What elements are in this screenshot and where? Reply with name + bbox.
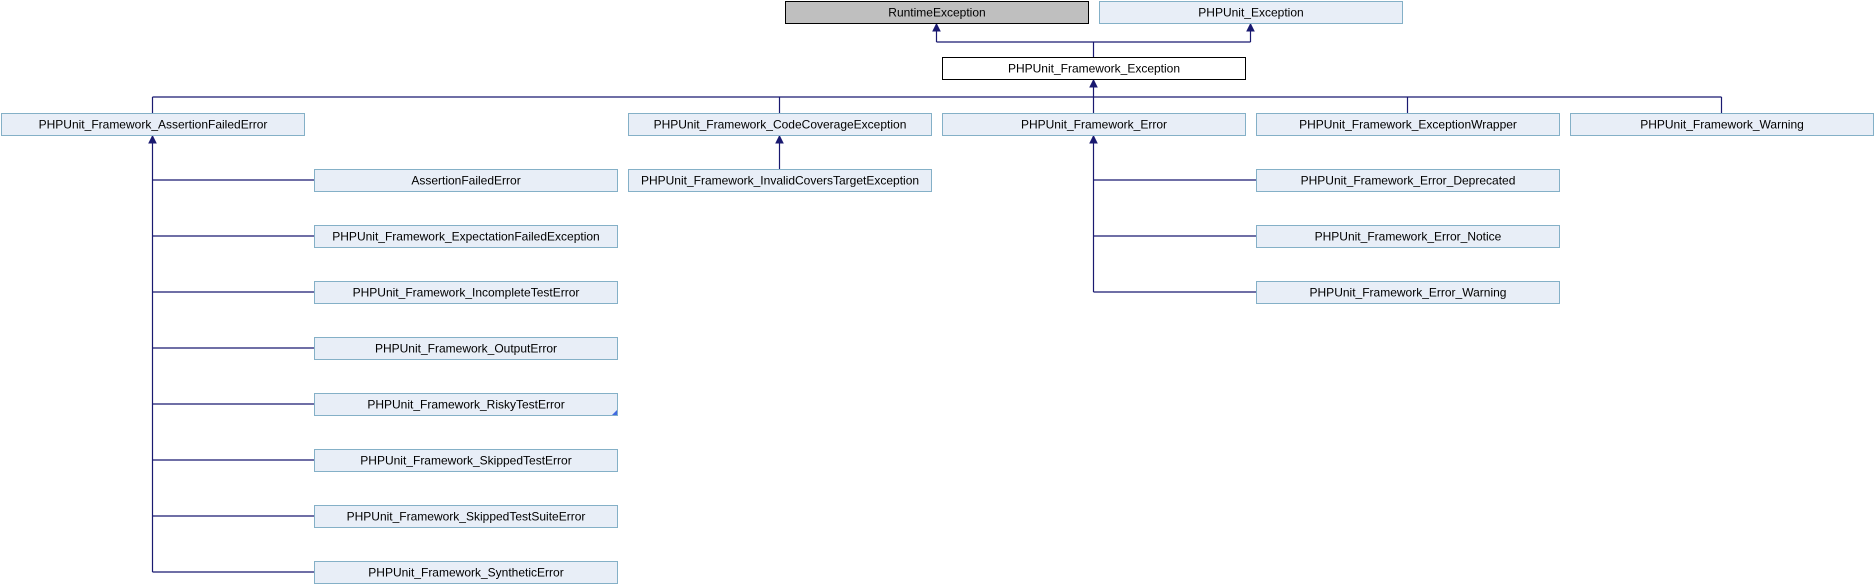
arrowhead-code-coverage (775, 134, 784, 144)
class-box (628, 169, 932, 192)
class-label: PHPUnit_Framework_IncompleteTestError (353, 286, 580, 300)
class-box (314, 505, 618, 528)
arrowhead-framework-exception (1089, 78, 1098, 88)
class-node-deprecated[interactable]: PHPUnit_Framework_Error_Deprecated (1256, 169, 1560, 192)
class-node-wrapper[interactable]: PHPUnit_Framework_ExceptionWrapper (1256, 113, 1560, 136)
class-node-assert-failed[interactable]: PHPUnit_Framework_AssertionFailedError (1, 113, 305, 136)
class-box (1256, 281, 1560, 304)
truncated-marker-icon (612, 410, 617, 415)
class-box (314, 337, 618, 360)
class-label: PHPUnit_Exception (1198, 6, 1303, 20)
class-box (1256, 113, 1560, 136)
class-box (942, 113, 1246, 136)
edges-layer (148, 22, 1723, 573)
class-box (314, 393, 618, 416)
class-label: PHPUnit_Framework_ExceptionWrapper (1299, 118, 1517, 132)
class-box (314, 169, 618, 192)
class-box (314, 281, 618, 304)
class-node-incomplete[interactable]: PHPUnit_Framework_IncompleteTestError (314, 281, 618, 304)
class-label: PHPUnit_Framework_AssertionFailedError (39, 118, 268, 132)
class-node-err-warning[interactable]: PHPUnit_Framework_Error_Warning (1256, 281, 1560, 304)
class-box (628, 113, 932, 136)
class-node-runtime[interactable]: RuntimeException (785, 1, 1089, 24)
class-label: PHPUnit_Framework_ExpectationFailedExcep… (332, 230, 599, 244)
class-label: PHPUnit_Framework_Exception (1008, 62, 1180, 76)
class-box (1, 113, 305, 136)
class-box (314, 449, 618, 472)
class-node-invalid-covers[interactable]: PHPUnit_Framework_InvalidCoversTargetExc… (628, 169, 932, 192)
class-box (1256, 169, 1560, 192)
class-label: RuntimeException (888, 6, 985, 20)
class-node-output[interactable]: PHPUnit_Framework_OutputError (314, 337, 618, 360)
class-box (785, 1, 1089, 24)
class-node-risky[interactable]: PHPUnit_Framework_RiskyTestError (314, 393, 618, 416)
class-node-skipped[interactable]: PHPUnit_Framework_SkippedTestError (314, 449, 618, 472)
class-label: PHPUnit_Framework_RiskyTestError (367, 398, 564, 412)
class-label: PHPUnit_Framework_SkippedTestSuiteError (347, 510, 586, 524)
class-node-error[interactable]: PHPUnit_Framework_Error (942, 113, 1246, 136)
class-box (942, 57, 1246, 80)
class-label: PHPUnit_Framework_SyntheticError (368, 566, 563, 580)
arrowhead-framework-error (1089, 134, 1098, 144)
arrowhead-runtime (932, 22, 941, 32)
class-label: PHPUnit_Framework_SkippedTestError (360, 454, 571, 468)
class-label: PHPUnit_Framework_Error_Warning (1310, 286, 1507, 300)
arrowhead-assertion-failed-error (148, 134, 157, 144)
class-node-phpunit-exc[interactable]: PHPUnit_Exception (1099, 1, 1403, 24)
class-label: PHPUnit_Framework_OutputError (375, 342, 557, 356)
class-node-afe[interactable]: AssertionFailedError (314, 169, 618, 192)
class-box (314, 225, 618, 248)
class-box (1099, 1, 1403, 24)
arrowhead-phpunit-exception (1246, 22, 1255, 32)
class-node-skipped-suite[interactable]: PHPUnit_Framework_SkippedTestSuiteError (314, 505, 618, 528)
class-label: PHPUnit_Framework_Error_Deprecated (1301, 174, 1516, 188)
class-node-warning[interactable]: PHPUnit_Framework_Warning (1570, 113, 1874, 136)
class-label: PHPUnit_Framework_CodeCoverageException (654, 118, 907, 132)
class-node-expect[interactable]: PHPUnit_Framework_ExpectationFailedExcep… (314, 225, 618, 248)
class-node-coverage[interactable]: PHPUnit_Framework_CodeCoverageException (628, 113, 932, 136)
class-label: PHPUnit_Framework_Error (1021, 118, 1167, 132)
class-node-synthetic[interactable]: PHPUnit_Framework_SyntheticError (314, 561, 618, 584)
class-box (1256, 225, 1560, 248)
class-label: PHPUnit_Framework_InvalidCoversTargetExc… (641, 174, 919, 188)
class-label: AssertionFailedError (411, 174, 520, 188)
class-label: PHPUnit_Framework_Warning (1640, 118, 1804, 132)
class-label: PHPUnit_Framework_Error_Notice (1315, 230, 1502, 244)
class-node-fw-exc[interactable]: PHPUnit_Framework_Exception (942, 57, 1246, 80)
class-node-notice[interactable]: PHPUnit_Framework_Error_Notice (1256, 225, 1560, 248)
